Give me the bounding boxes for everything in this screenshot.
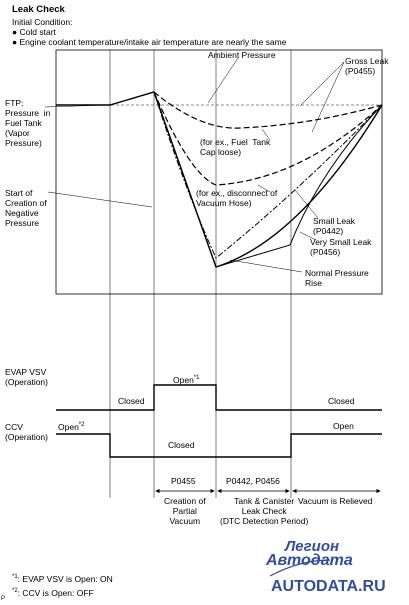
- ccv-open-right: Open: [333, 421, 354, 431]
- phase-creation-vacuum: Creation of Partial Vacuum: [164, 496, 206, 526]
- footnote-1: *1: EVAP VSV is Open: ON: [12, 572, 113, 584]
- footnote-2-text: : CCV is Open: OFF: [17, 587, 94, 598]
- footnote-1-mark: *1: [12, 574, 18, 580]
- dtc-p0442-p0456: P0442, P0456: [226, 476, 280, 486]
- normal-pressure-rise-label: Normal Pressure Rise: [305, 268, 369, 288]
- bullet-icon: ●: [12, 27, 18, 37]
- page-title: Leak Check: [12, 4, 65, 15]
- small-leak-label: Small Leak (P0442): [313, 216, 356, 236]
- very-small-leak-curve: [153, 91, 383, 268]
- evap-open-sup: *1: [193, 375, 200, 381]
- dtc-p0455: P0455: [171, 476, 196, 486]
- phase-vacuum-relieved: Vacuum is Relieved: [298, 496, 373, 506]
- ambient-leader: [207, 57, 239, 104]
- page-marker: P: [1, 596, 6, 602]
- watermark-brand-line-1: Легион: [285, 538, 340, 555]
- condition-text-1: Cold start: [19, 27, 56, 37]
- bullet-icon: ●: [12, 37, 18, 47]
- phase-dividers: [109, 50, 292, 498]
- fuel-tank-cap-label: (for ex., Fuel Tank Cap loose): [200, 137, 271, 157]
- vacuum-hose-label: (for ex., disconnect of Vacuum Hose): [196, 188, 278, 208]
- logo-swoosh-icon: [269, 559, 331, 577]
- footnote-2: *2: CCV is Open: OFF: [12, 586, 94, 598]
- ccv-label: CCV (Operation): [5, 422, 48, 442]
- condition-title: Initial Condition:: [12, 17, 73, 27]
- ccv-open-left-label: Open*2: [58, 420, 84, 432]
- very-small-leak-label: Very Small Leak (P0456): [310, 237, 372, 257]
- footnote-2-mark: *2: [12, 588, 18, 594]
- chart-frame: [55, 49, 383, 295]
- evap-open-label: Open*1: [173, 373, 199, 385]
- ccv-open-left-text: Open: [58, 421, 79, 432]
- small-leak-curve: [153, 91, 383, 259]
- watermark-logo: [269, 559, 331, 577]
- footnote-1-text: : EVAP VSV is Open: ON: [17, 573, 113, 584]
- ambient-pressure-label: Ambient Pressure: [208, 50, 276, 60]
- ccv-open-left-sup: *2: [78, 422, 85, 428]
- evap-vsv-label: EVAP VSV (Operation): [5, 367, 48, 387]
- evap-closed-left: Closed: [118, 396, 145, 406]
- evap-vsv-signal: [56, 384, 382, 411]
- gross-leak-curve: [153, 91, 383, 129]
- ftp-label: FTP: Pressure in Fuel Tank (Vapor Pressu…: [5, 98, 51, 148]
- condition-item-2: ● Engine coolant temperature/intake air …: [12, 37, 286, 47]
- evap-closed-right: Closed: [328, 396, 355, 406]
- watermark-brand-line-2: Автодата: [266, 552, 353, 569]
- condition-item-1: ● Cold start: [12, 27, 56, 37]
- phase-leak-check: Tank & Canister Leak Check (DTC Detectio…: [220, 496, 309, 526]
- hose-curve: [153, 91, 383, 186]
- evap-open-text: Open: [173, 374, 194, 385]
- watermark-site: AUTODATA.RU: [271, 578, 386, 595]
- condition-text-2: Engine coolant temperature/intake air te…: [19, 37, 287, 47]
- start-negative-pressure-label: Start of Creation of Negative Pressure: [5, 188, 47, 228]
- ccv-signal: [56, 433, 382, 458]
- ccv-closed: Closed: [168, 440, 195, 450]
- leader-lines: [44, 61, 345, 273]
- gross-leak-label: Gross Leak (P0455): [345, 56, 389, 76]
